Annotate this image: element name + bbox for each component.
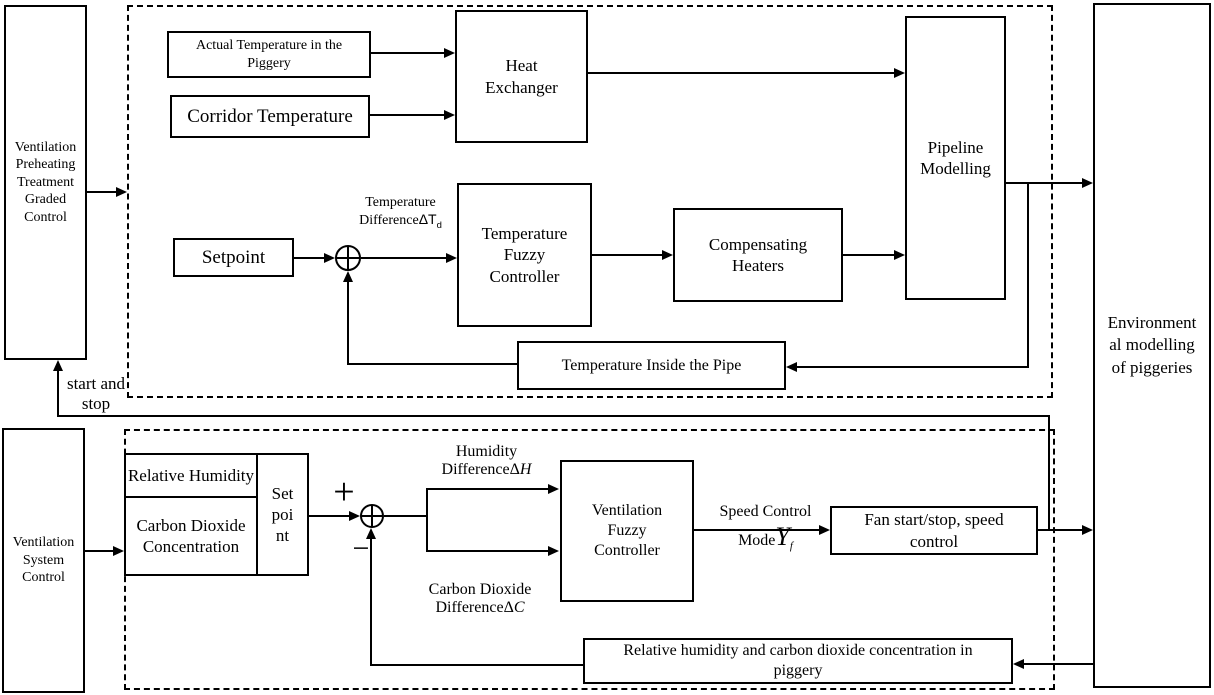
block-environmental-modelling: Environment al modelling of piggeries bbox=[1093, 3, 1211, 688]
connector-pipetemp-feedback-vertical bbox=[347, 282, 349, 365]
arrowhead-startstop-into-preheat bbox=[53, 360, 63, 371]
arrowhead-pipetemp-feedback bbox=[343, 271, 353, 282]
cell-co2-concentration: Carbon Dioxide Concentration bbox=[136, 515, 246, 556]
block-pipeline-modelling: Pipeline Modelling bbox=[905, 16, 1006, 300]
connector-startstop-horizontal bbox=[57, 415, 1050, 417]
connector-junction2-to-split bbox=[384, 515, 427, 517]
arrowhead-tempfuzzy-to-heaters bbox=[662, 250, 673, 260]
summing-junction-temperature bbox=[335, 245, 361, 271]
arrowhead-co2-branch bbox=[548, 546, 559, 556]
connector-heaters-to-pipeline bbox=[843, 254, 895, 256]
block-humidity-co2-setpoint: Relative Humidity Carbon Dioxide Concent… bbox=[124, 453, 309, 576]
connector-ventfuzzy-to-fan bbox=[694, 529, 820, 531]
preheating-loop-boundary bbox=[127, 5, 1053, 398]
connector-preheat-to-loop bbox=[87, 191, 117, 193]
connector-pipeline-to-environment bbox=[1006, 182, 1083, 184]
connector-pipetemp-feedback-horizontal bbox=[348, 363, 517, 365]
cell-relative-humidity: Relative Humidity bbox=[126, 455, 256, 498]
block-temperature-fuzzy-controller: Temperature Fuzzy Controller bbox=[457, 183, 592, 327]
block-corridor-temperature: Corridor Temperature bbox=[170, 95, 370, 138]
arrowhead-heatexchanger-to-pipeline bbox=[894, 68, 905, 78]
connector-startstop-vertical-left bbox=[57, 371, 59, 417]
block-heat-exchanger: Heat Exchanger bbox=[455, 10, 588, 143]
connector-tempfuzzy-to-heaters bbox=[592, 254, 663, 256]
block-ventilation-preheating-control: Ventilation Preheating Treatment Graded … bbox=[4, 5, 87, 360]
block-ventilation-fuzzy-controller: Ventilation Fuzzy Controller bbox=[560, 460, 694, 602]
connector-heatexchanger-to-pipeline bbox=[588, 72, 894, 74]
connector-feedback-vertical bbox=[370, 539, 372, 666]
minus-sign: − bbox=[352, 532, 370, 565]
connector-humidity-branch bbox=[426, 488, 549, 490]
arrowhead-preheat-to-loop bbox=[116, 187, 127, 197]
block-rh-co2-feedback: Relative humidity and carbon dioxide con… bbox=[583, 638, 1013, 684]
connector-startstop-vertical-right bbox=[1048, 417, 1050, 530]
connector-syscontrol-to-inputs bbox=[85, 550, 114, 552]
block-fan-control: Fan start/stop, speed control bbox=[830, 506, 1038, 555]
connector-environment-to-feedback bbox=[1024, 663, 1093, 665]
arrowhead-ventfuzzy-to-fan bbox=[819, 525, 830, 535]
block-compensating-heaters: Compensating Heaters bbox=[673, 208, 843, 302]
arrowhead-pipeline-to-environment bbox=[1082, 178, 1093, 188]
connector-corridor-to-heatexchanger bbox=[370, 114, 444, 116]
arrowhead-setpoint-to-junction2 bbox=[349, 511, 360, 521]
label-humidity-difference: Humidity DifferenceΔH bbox=[441, 443, 532, 479]
arrowhead-junction-to-tempfuzzy bbox=[446, 253, 457, 263]
connector-co2-branch bbox=[426, 550, 549, 552]
arrowhead-actualtemp-to-heatexchanger bbox=[444, 48, 455, 58]
plus-sign: + bbox=[333, 471, 355, 513]
block-pipe-temperature: Temperature Inside the Pipe bbox=[517, 341, 786, 390]
label-temperature-difference: Temperature DifferenceΔTd bbox=[359, 195, 442, 231]
label-start-and-stop: start and stop bbox=[66, 374, 126, 413]
arrowhead-branch-to-pipetemp bbox=[786, 362, 797, 372]
connector-pipeline-branch-down bbox=[1027, 183, 1029, 368]
cell-inputs: Relative Humidity Carbon Dioxide Concent… bbox=[126, 455, 256, 574]
block-actual-temperature: Actual Temperature in the Piggery bbox=[167, 31, 371, 78]
arrowhead-syscontrol-to-inputs bbox=[113, 546, 124, 556]
arrowhead-humidity-branch bbox=[548, 484, 559, 494]
arrowhead-setpoint-to-junction bbox=[324, 253, 335, 263]
arrowhead-environment-to-feedback bbox=[1013, 659, 1024, 669]
connector-split-vertical bbox=[426, 488, 428, 552]
connector-branch-to-pipetemp bbox=[797, 366, 1029, 368]
connector-fan-to-environment bbox=[1038, 529, 1083, 531]
connector-setpoint-to-junction bbox=[294, 257, 325, 259]
arrowhead-heaters-to-pipeline bbox=[894, 250, 905, 260]
block-setpoint: Setpoint bbox=[173, 238, 294, 277]
connector-junction-to-tempfuzzy bbox=[361, 257, 447, 259]
arrowhead-fan-to-environment bbox=[1082, 525, 1093, 535]
arrowhead-corridor-to-heatexchanger bbox=[444, 110, 455, 120]
connector-setpoint-to-junction2 bbox=[309, 515, 350, 517]
cell-setpoint: Set poi nt bbox=[256, 455, 307, 574]
block-ventilation-system-control: Ventilation System Control bbox=[2, 428, 85, 693]
summing-junction-ventilation bbox=[360, 504, 384, 528]
connector-feedback-horizontal bbox=[371, 664, 583, 666]
connector-actualtemp-to-heatexchanger bbox=[371, 52, 444, 54]
arrowhead-feedback-into-junction2 bbox=[366, 528, 376, 539]
label-co2-difference: Carbon Dioxide DifferenceΔC bbox=[428, 581, 532, 617]
